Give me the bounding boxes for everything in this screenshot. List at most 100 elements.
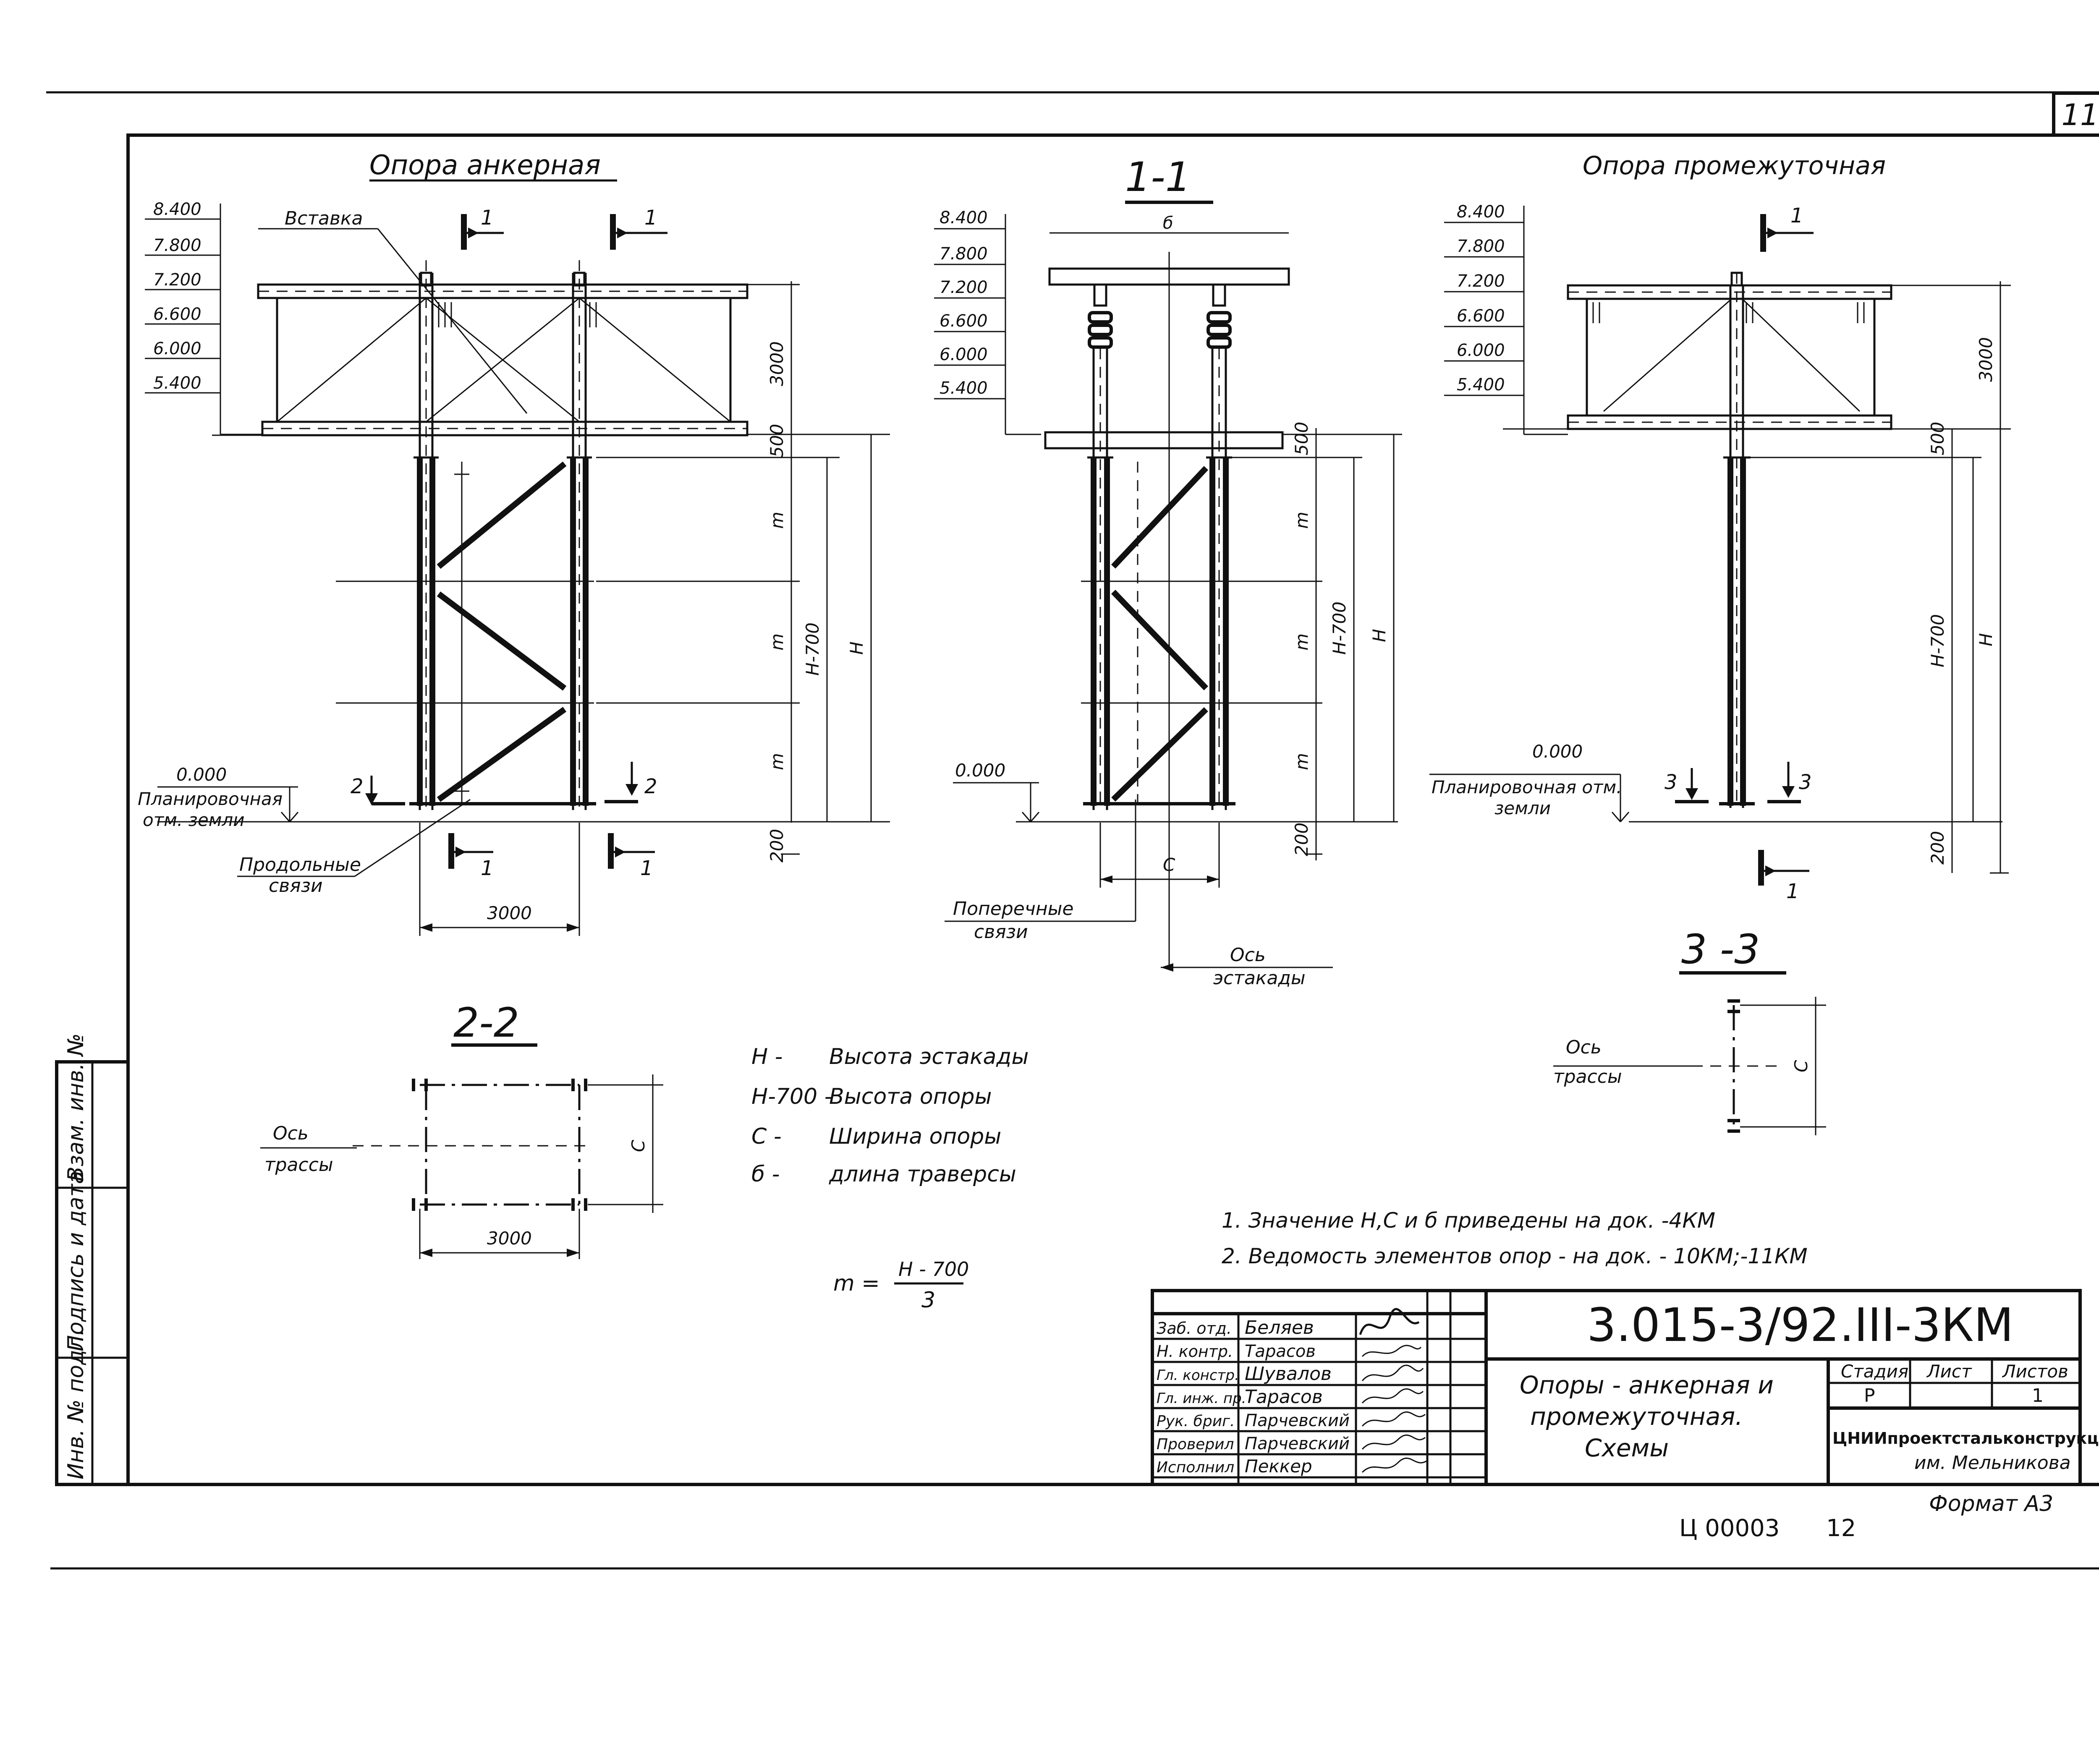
int-cut-1-bottom: 1 [1786,880,1799,903]
s11-axis-label-1: Ось [1230,944,1266,966]
level-7800: 7.800 [153,236,202,255]
formula-den: 3 [921,1288,935,1313]
tb-name-3: Тарасов [1245,1386,1323,1408]
sheet-frame: 11 [46,91,2099,1570]
anchor-dim-200: 200 [767,829,787,862]
s11-c-label: C [1163,855,1175,875]
section-3-3: 3 -3 C Ось трассы [1553,926,1826,1135]
legend-sym-3: б - [751,1162,780,1187]
anchor-dim-h: H [846,641,867,655]
archive-page: 12 [1826,1515,1856,1542]
level-6600: 6.600 [153,305,202,324]
tb-stage-v: Р [1864,1385,1875,1406]
int-cut-3-right: 3 [1799,771,1812,794]
section33-title: 3 -3 [1681,926,1760,973]
int-dim-3000: 3000 [1976,337,1996,382]
tb-role-3: Гл. инж. пр. [1157,1390,1246,1407]
cut-1-top-a: 1 [481,206,494,230]
legend-text-3: длина траверсы [829,1162,1016,1187]
s11-level-7800: 7.800 [940,244,988,264]
tb-name-5: Парчевский [1245,1434,1350,1453]
int-level-7800: 7.800 [1457,237,1505,256]
anchor-dim-3000: 3000 [767,341,787,386]
s11-axis-label-2: эстакады [1213,967,1306,989]
tb-stage-h: Стадия [1841,1361,1908,1382]
level-8400: 8.400 [153,200,202,219]
legend-sym-2: C - [751,1124,782,1149]
anchor-upper-truss [212,283,749,436]
tb-role-1: Н. контр. [1157,1342,1233,1361]
sheet-number: 11 [2061,98,2099,132]
format-label: Формат А3 [1929,1491,2053,1516]
cut-1-bottom-b: 1 [640,857,653,880]
legend-sym-0: H - [751,1044,783,1069]
tb-sheets-h: Листов [2002,1361,2068,1382]
level-6000: 6.000 [153,339,202,358]
side-stamp-vzam: Взам. инв. № [63,1033,89,1181]
anchor-dim-m1: m [767,512,787,529]
int-level-6000: 6.000 [1457,341,1505,360]
formula-lhs: m = [833,1271,880,1296]
s11-level-5400: 5.400 [940,379,988,398]
tb-sheets-v: 1 [2032,1385,2044,1406]
section22-title: 2-2 [453,999,519,1046]
legend-text-1: Высота опоры [829,1084,992,1109]
title-block: Заб. отд. Беляев Н. контр. Тарасов Гл. к… [1151,1289,2099,1486]
anchor-title: Опора анкерная [369,150,601,181]
int-ground-label-1: Планировочная отм. [1432,777,1622,797]
tb-role-4: Рук. бриг. [1157,1413,1235,1430]
anchor-dim-m2: m [767,633,787,651]
trans-bracing-label-1: Поперечные [953,898,1073,920]
legend: H - Высота эстакады H-700 - Высота опоры… [751,1044,1029,1187]
formula: m = H - 700 3 [833,1258,969,1313]
s11-level-8400: 8.400 [940,208,988,227]
cut-2-left: 2 [351,775,364,798]
int-dim-h700: H-700 [1927,614,1948,667]
section-2-2: 2-2 Ось трассы C 3000 [260,999,663,1259]
legend-text-2: Ширина опоры [829,1124,1001,1149]
int-cut-1-top: 1 [1790,204,1803,227]
intermediate-title: Опора промежуточная [1583,151,1886,180]
anchor-longitudinal-bracing [336,461,594,805]
s11-dim-m1: m [1291,512,1312,529]
section-1-1: 1-1 б 8.400 7.800 7.200 6.600 6.000 5.40… [934,154,1402,989]
tb-name-0: Беляев [1245,1317,1314,1338]
tb-role-6: Исполнил [1157,1459,1234,1476]
anchor-columns [409,260,597,810]
anchor-level-table: 8.400 7.800 7.200 6.600 6.000 5.400 [145,200,262,435]
s11-ground-level: 0.000 [955,760,1005,781]
tb-title-3: Схемы [1585,1434,1669,1462]
s11-dim-m3: m [1291,753,1312,770]
section22-c-label: C [628,1139,649,1152]
section33-c-label: C [1791,1060,1811,1072]
note-1: 1. Значение H,C и б приведены на док. -4… [1222,1208,1715,1233]
tb-org-1: ЦНИИпроектстальконструкция [1832,1429,2099,1448]
s11-dim-h: H [1369,629,1390,642]
int-level-7200: 7.200 [1457,272,1505,291]
tb-code: 3.015-3/92.III-3КМ [1587,1298,2014,1352]
formula-num: H - 700 [898,1258,969,1281]
tb-title-2: промежуточная. [1530,1402,1743,1431]
archive-code: Ц 00003 [1679,1515,1780,1542]
int-cut-3-left: 3 [1665,771,1678,794]
cut-2-right: 2 [644,775,657,798]
trans-bracing-label-2: связи [974,921,1028,943]
level-7200: 7.200 [153,270,202,290]
int-level-6600: 6.600 [1457,306,1505,326]
anchor-dim-m3: m [767,753,787,770]
anchor-ground-level: 0.000 [176,764,227,785]
notes: 1. Значение H,C и б приведены на док. -4… [1222,1208,1808,1268]
s11-level-6600: 6.600 [940,311,988,331]
level-5400: 5.400 [153,374,202,393]
int-level-8400: 8.400 [1457,202,1505,222]
tb-title-1: Опоры - анкерная и [1520,1371,1774,1399]
anchor-ground-label-1: Планировочная [138,789,283,809]
tb-role-2: Гл. констр. [1157,1367,1239,1384]
anchor-support-elevation: Опора анкерная 8.400 7.800 7.200 6.600 6… [138,150,890,936]
legend-text-0: Высота эстакады [829,1044,1029,1069]
anchor-dim-h700: H-700 [802,622,823,676]
long-bracing-label-2: связи [269,875,323,896]
tb-name-2: Шувалов [1245,1363,1332,1385]
s11-dim-200: 200 [1291,823,1312,856]
